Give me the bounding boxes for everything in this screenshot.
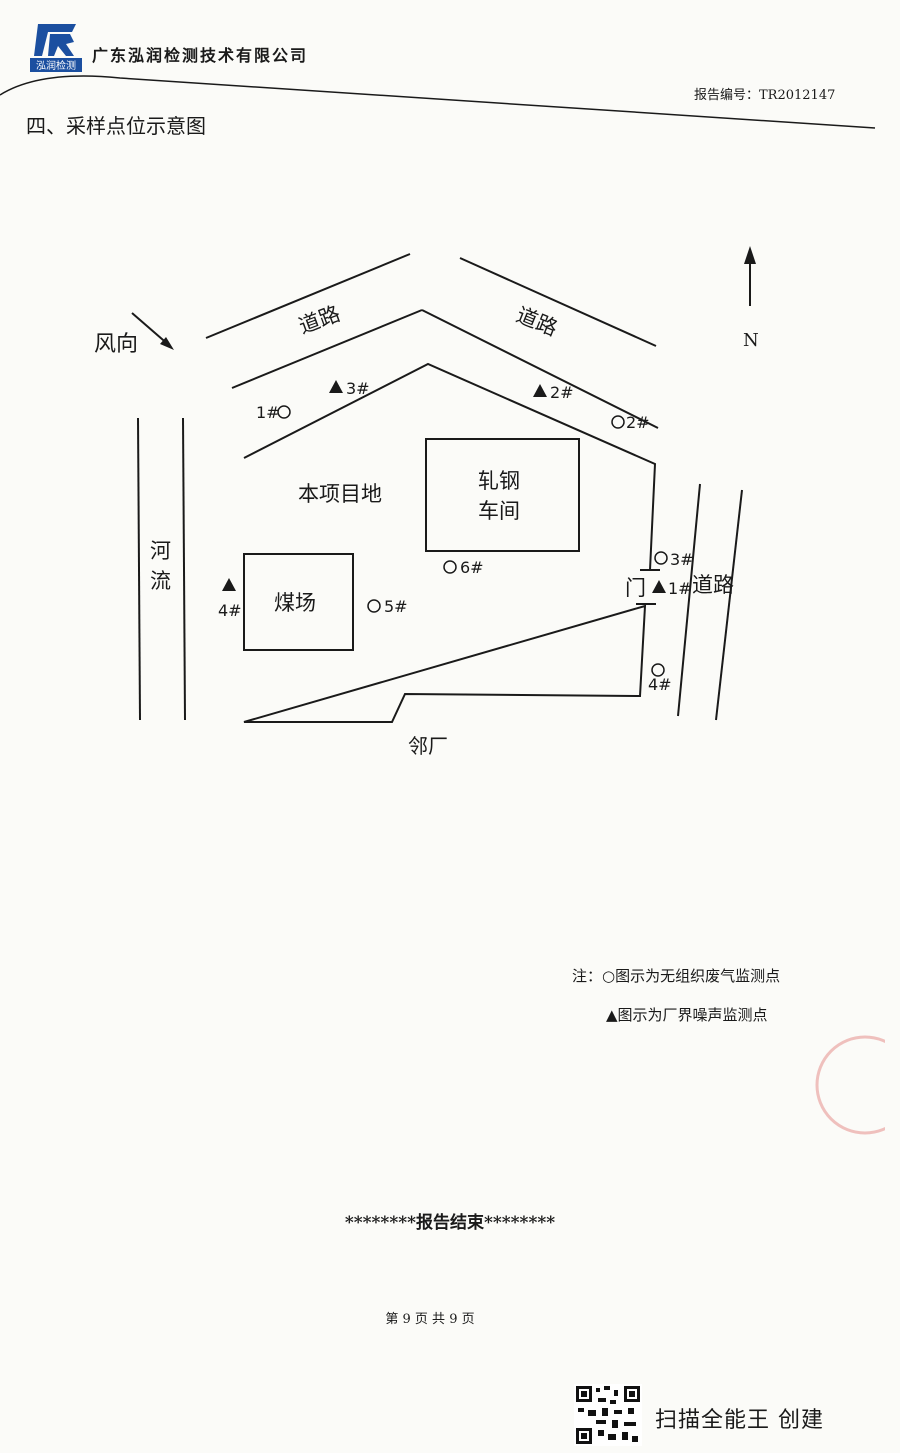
gas-point-3-icon — [654, 551, 668, 565]
noise-point-3-label: 3# — [346, 379, 370, 398]
workshop-label-1: 轧钢 — [478, 469, 520, 493]
road-label-right: 道路 — [692, 573, 734, 597]
report-end-text: ********报告结束******** — [344, 1213, 556, 1233]
north-label: N — [743, 330, 759, 351]
neighbor-factory-label: 邻厂 — [408, 734, 448, 758]
wind-label: 风向 — [94, 332, 138, 357]
noise-point-4-icon — [222, 578, 236, 591]
gas-note: ○图示为无组织废气监测点 — [602, 967, 781, 985]
gas-point-1-label: 1# — [256, 403, 280, 422]
noise-point-2-icon — [533, 384, 547, 397]
road-lines — [137, 253, 743, 721]
company-logo: 泓润检测 — [30, 24, 82, 72]
seal-stamp — [815, 1035, 885, 1135]
logo-text: 泓润检测 — [36, 59, 76, 72]
wind-arrow-icon — [131, 312, 174, 350]
north-arrow-icon — [744, 246, 756, 306]
qr-code-icon — [574, 1384, 642, 1446]
river-label-2: 流 — [150, 569, 171, 593]
gas-point-2-label: 2# — [626, 413, 650, 432]
road-label-top-left: 道路 — [296, 302, 344, 339]
noise-point-1-label: 1# — [668, 579, 692, 598]
notes-prefix: 注： — [572, 967, 603, 985]
noise-note: ▲图示为厂界噪声监测点 — [606, 1006, 768, 1024]
road-label-top-right: 道路 — [513, 303, 561, 341]
gas-point-6-icon — [443, 560, 457, 574]
noise-point-2-label: 2# — [550, 383, 574, 402]
noise-point-4-label: 4# — [218, 601, 242, 620]
gas-point-2-icon — [611, 415, 625, 429]
noise-point-3-icon — [329, 380, 343, 393]
gas-point-6-label: 6# — [460, 558, 484, 577]
notes-gas: 注：○图示为无组织废气监测点 — [572, 965, 780, 986]
report-number: 报告编号：TR2012147 — [694, 88, 836, 103]
noise-point-1-icon — [652, 580, 666, 593]
gate-label: 门 — [625, 576, 646, 600]
page-number: 第 9 页 共 9 页 — [385, 1312, 475, 1327]
coal-yard — [243, 553, 354, 651]
gas-point-3-label: 3# — [670, 550, 694, 569]
section-title: 四、采样点位示意图 — [26, 114, 206, 138]
sampling-map: 风向 N 道路 道路 道路 河 流 本项目地 轧钢 车间 煤场 门 邻厂 1# … — [94, 246, 759, 758]
scanner-watermark: 扫描全能王 创建 — [655, 1408, 824, 1433]
gas-point-5-icon — [367, 599, 381, 613]
header-rule — [0, 75, 876, 129]
workshop-label-2: 车间 — [478, 499, 520, 523]
gas-point-4-icon — [651, 663, 665, 677]
gas-point-5-label: 5# — [384, 597, 408, 616]
gas-point-4-label: 4# — [648, 675, 672, 694]
river-label-1: 河 — [150, 539, 171, 563]
site-boundary — [243, 362, 657, 723]
gas-point-1-icon — [277, 405, 291, 419]
rolling-workshop — [425, 438, 580, 552]
company-name: 广东泓润检测技术有限公司 — [92, 46, 309, 65]
project-site-label: 本项目地 — [298, 482, 382, 506]
coal-yard-label: 煤场 — [274, 591, 316, 615]
